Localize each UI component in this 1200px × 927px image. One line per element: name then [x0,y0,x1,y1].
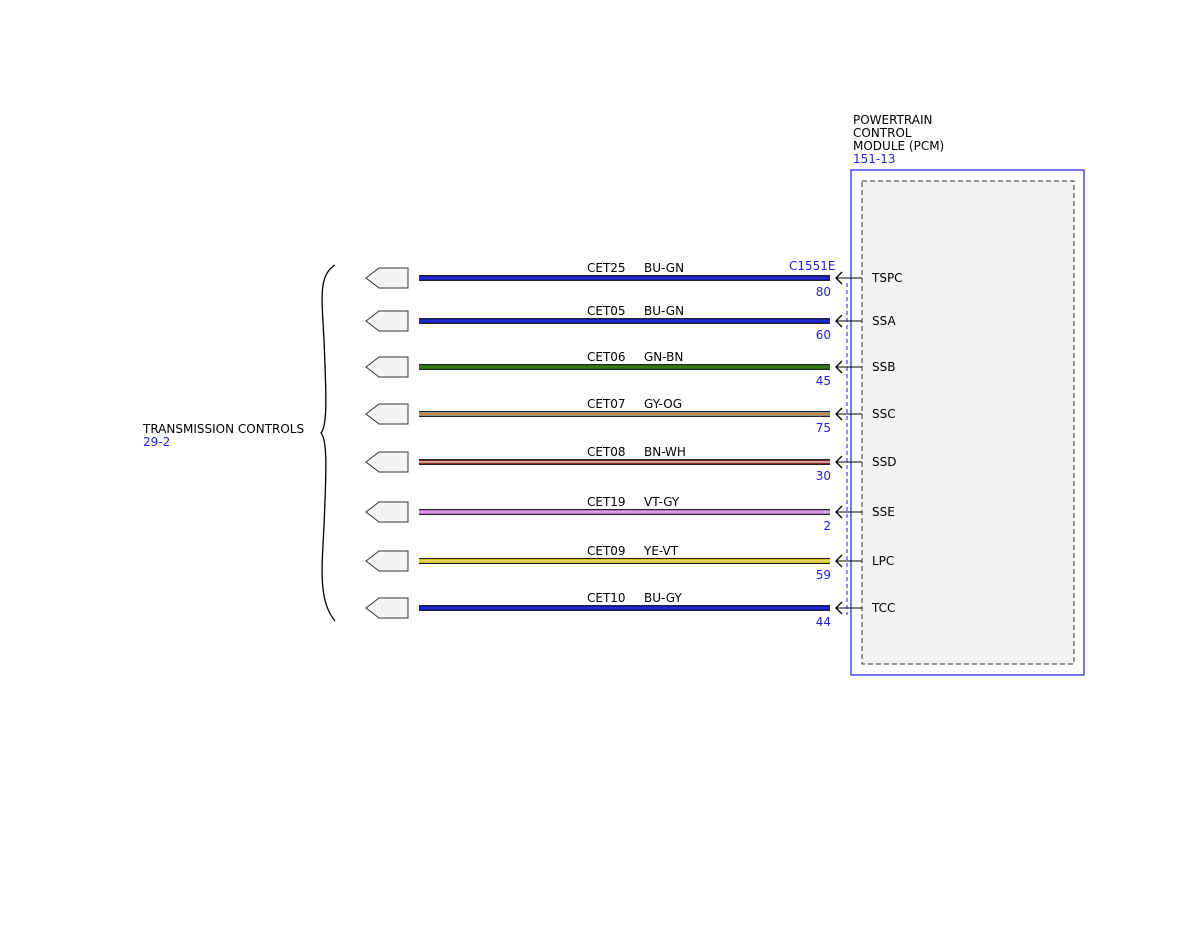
pin-number: 59 [816,568,831,582]
wire-color-code: GY-OG [644,397,682,411]
connector-id[interactable]: C1551E [789,259,836,273]
wire-color-code: BU-GY [644,591,682,605]
pin-number: 45 [816,374,831,388]
module-body [861,180,1075,665]
terminal-connector-ssb[interactable] [365,356,409,378]
circuit-label: CET09 [587,544,626,558]
wire-color-code: VT-GY [644,495,680,509]
module-title-line-1: POWERTRAIN [853,113,933,127]
signal-name: TCC [871,601,895,615]
wire-color-code: BN-WH [644,445,686,459]
signal-name: SSA [872,314,896,328]
group-brace [320,264,336,622]
terminal-connector-ssd[interactable] [365,451,409,473]
pin-number: 60 [816,328,831,342]
terminal-connector-ssa[interactable] [365,310,409,332]
terminal-connector-tspc[interactable] [365,267,409,289]
pin-number: 75 [816,421,831,435]
pin-number: 80 [816,285,831,299]
circuit-label: CET06 [587,350,626,364]
wire-color-code: YE-VT [643,544,679,558]
pin-number: 44 [816,615,831,629]
module-title: POWERTRAIN CONTROL MODULE (PCM) 151-13 [853,113,944,166]
wire-color-code: BU-GN [644,304,684,318]
circuit-label: CET10 [587,591,626,605]
module-title-line-2: CONTROL [853,126,912,140]
circuit-label: CET07 [587,397,626,411]
circuit-label: CET25 [587,261,626,275]
module-outline[interactable] [850,169,1085,676]
terminal-connector-lpc[interactable] [365,550,409,572]
signal-name: SSB [872,360,895,374]
signal-name: SSE [872,505,895,519]
signal-name: SSD [872,455,896,469]
terminal-connector-ssc[interactable] [365,403,409,425]
signal-name: SSC [872,407,896,421]
pin-number: 30 [816,469,831,483]
circuit-label: CET08 [587,445,626,459]
signal-name: TSPC [871,271,903,285]
terminal-connector-sse[interactable] [365,501,409,523]
wire-color-code: BU-GN [644,261,684,275]
group-ref-link[interactable]: 29-2 [143,435,170,449]
module-title-line-3: MODULE (PCM) [853,139,944,153]
pin-number: 2 [823,519,831,533]
circuit-label: CET19 [587,495,626,509]
wire-color-code: GN-BN [644,350,683,364]
circuit-label: CET05 [587,304,626,318]
group-name: TRANSMISSION CONTROLS [142,422,304,436]
signal-name: LPC [872,554,894,568]
module-ref-link[interactable]: 151-13 [853,152,896,166]
terminal-connector-tcc[interactable] [365,597,409,619]
